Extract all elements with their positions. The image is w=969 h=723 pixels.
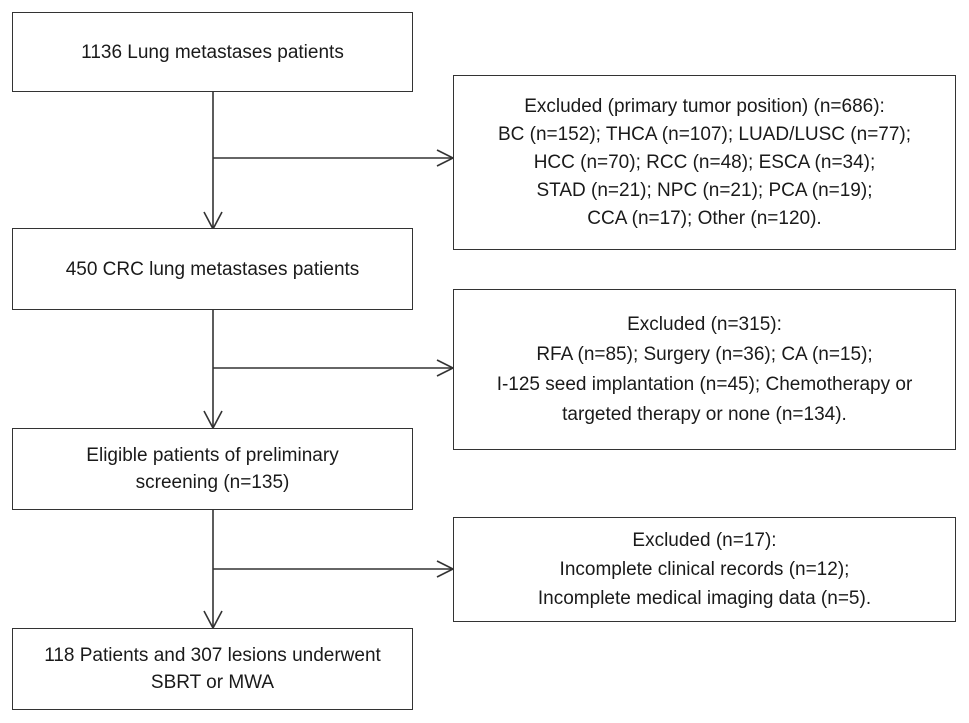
step3-box: Eligible patients of preliminary screeni… bbox=[12, 428, 413, 510]
exclusion2-line: targeted therapy or none (n=134). bbox=[562, 403, 847, 425]
exclusion3-line: Incomplete clinical records (n=12); bbox=[559, 559, 850, 580]
exclusion1-line: CCA (n=17); Other (n=120). bbox=[587, 207, 822, 229]
exclusion1-line: HCC (n=70); RCC (n=48); ESCA (n=34); bbox=[533, 151, 876, 173]
step2-line: 450 CRC lung metastases patients bbox=[65, 258, 360, 280]
exclusion1-line: BC (n=152); THCA (n=107); LUAD/LUSC (n=7… bbox=[497, 123, 912, 145]
step4-box: 118 Patients and 307 lesions underwent S… bbox=[12, 628, 413, 710]
exclusion3-heading: Excluded (n=17): bbox=[632, 530, 777, 551]
step2-box: 450 CRC lung metastases patients bbox=[12, 228, 413, 310]
exclusion2-heading: Excluded (n=315): bbox=[627, 313, 782, 335]
step4-line: 118 Patients and 307 lesions underwent bbox=[44, 645, 381, 666]
exclusion3-line: Incomplete medical imaging data (n=5). bbox=[537, 588, 872, 609]
step3-line: screening (n=135) bbox=[135, 472, 290, 493]
step3-line: Eligible patients of preliminary bbox=[86, 445, 339, 466]
exclusion1-heading: Excluded (primary tumor position) (n=686… bbox=[524, 95, 885, 117]
exclusion2-box: Excluded (n=315): RFA (n=85); Surgery (n… bbox=[453, 289, 956, 450]
exclusion1-box: Excluded (primary tumor position) (n=686… bbox=[453, 75, 956, 250]
step1-line: 1136 Lung metastases patients bbox=[81, 41, 344, 63]
exclusion1-line: STAD (n=21); NPC (n=21); PCA (n=19); bbox=[536, 179, 873, 201]
step4-line: SBRT or MWA bbox=[150, 672, 275, 693]
exclusion2-line: RFA (n=85); Surgery (n=36); CA (n=15); bbox=[536, 343, 873, 365]
exclusion2-line: I-125 seed implantation (n=45); Chemothe… bbox=[496, 373, 913, 395]
exclusion3-box: Excluded (n=17): Incomplete clinical rec… bbox=[453, 517, 956, 622]
step1-box: 1136 Lung metastases patients bbox=[12, 12, 413, 92]
